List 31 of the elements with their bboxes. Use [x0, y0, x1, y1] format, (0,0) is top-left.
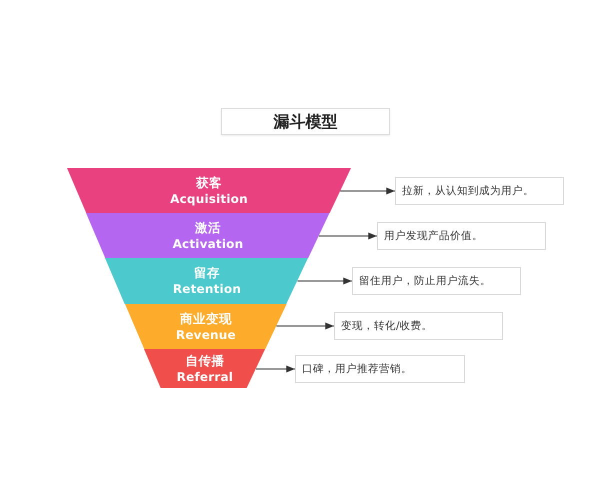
funnel-band — [86, 213, 330, 258]
note-text: 口碑，用户推荐营销。 — [302, 362, 412, 376]
note-box — [334, 312, 503, 340]
stage-subtitle: Activation — [172, 236, 244, 252]
stage-title: 留存 — [194, 265, 220, 281]
funnel-band — [67, 168, 351, 213]
note-box — [352, 267, 521, 295]
note-box — [377, 222, 546, 250]
stage-title: 自传播 — [185, 352, 224, 368]
arrow — [340, 188, 396, 194]
arrow — [276, 322, 334, 330]
arrow — [318, 232, 378, 240]
note-text: 变现，转化/收费。 — [341, 319, 433, 333]
funnel-band — [144, 349, 266, 388]
stage-title: 获客 — [196, 174, 222, 190]
funnel-band — [125, 304, 287, 349]
note-box — [295, 355, 465, 383]
note-text: 拉新，从认知到成为用户。 — [402, 184, 534, 198]
stage-subtitle: Retention — [172, 281, 242, 297]
diagram-title: 漏斗模型 — [221, 108, 390, 135]
note-text: 用户发现产品价值。 — [384, 229, 483, 243]
stage-title: 商业变现 — [180, 310, 232, 326]
stage-title: 激活 — [194, 220, 221, 236]
stage-subtitle: Revenue — [176, 326, 236, 342]
stage-subtitle: Acquisition — [170, 190, 248, 206]
arrow — [297, 278, 352, 284]
arrow — [255, 366, 296, 372]
funnel-band — [105, 258, 308, 304]
note-box — [395, 177, 564, 205]
note-text: 留住用户，防止用户流失。 — [359, 274, 491, 288]
stage-subtitle: Referral — [176, 368, 234, 384]
